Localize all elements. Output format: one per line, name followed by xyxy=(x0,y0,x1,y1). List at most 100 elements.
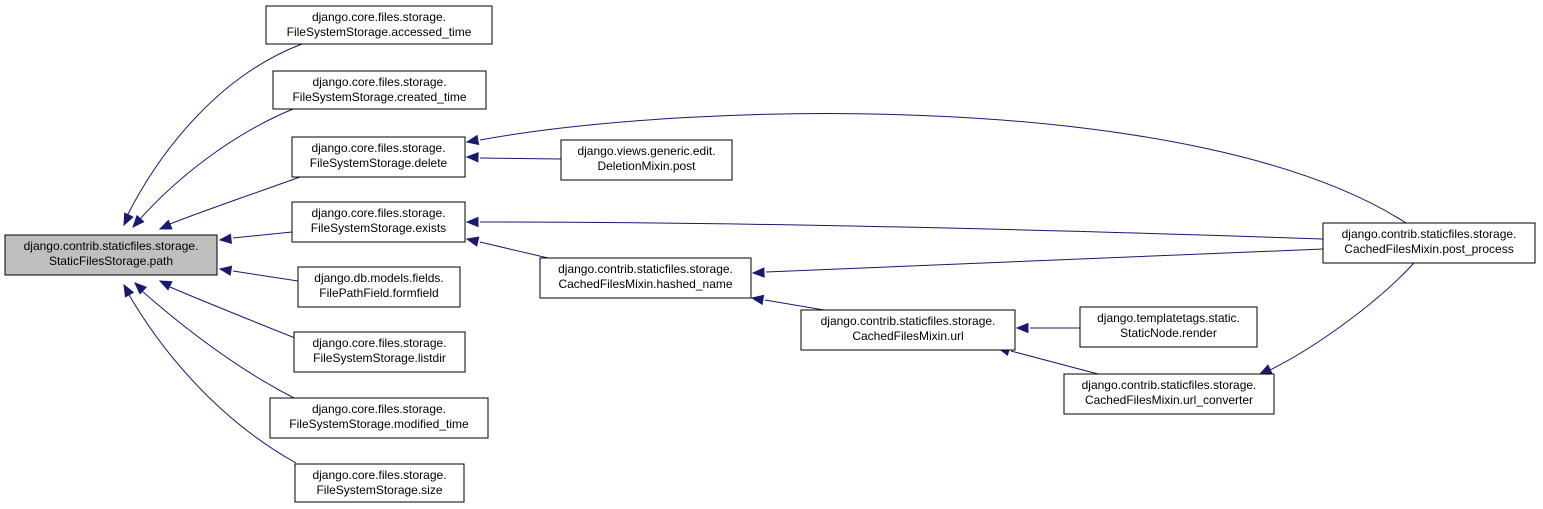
node-label-line: django.contrib.staticfiles.storage. xyxy=(1342,227,1517,241)
arrowhead xyxy=(465,152,479,163)
edge-line xyxy=(765,248,1324,273)
node-label-line: django.templatetags.static. xyxy=(1097,311,1240,325)
node-render[interactable]: django.templatetags.static.StaticNode.re… xyxy=(1079,306,1258,348)
node-box[interactable] xyxy=(539,257,752,299)
node-label-line: django.contrib.staticfiles.storage. xyxy=(24,239,199,253)
node-box[interactable] xyxy=(269,397,489,439)
arrowhead xyxy=(1258,364,1273,375)
node-label-line: FileSystemStorage.listdir xyxy=(313,351,446,365)
node-label-line: FileSystemStorage.exists xyxy=(311,221,446,235)
edge-line xyxy=(141,290,295,399)
node-listdir[interactable]: django.core.files.storage.FileSystemStor… xyxy=(293,331,466,373)
edge-line xyxy=(127,292,297,464)
node-delete[interactable]: django.core.files.storage.FileSystemStor… xyxy=(291,136,466,178)
edge-line xyxy=(169,176,301,225)
node-exists[interactable]: django.core.files.storage.FileSystemStor… xyxy=(291,201,466,243)
node-box[interactable] xyxy=(291,136,466,178)
node-deletion-post[interactable]: django.views.generic.edit.DeletionMixin.… xyxy=(560,139,733,181)
node-label-line: CachedFilesMixin.post_process xyxy=(1344,242,1513,256)
node-label-line: StaticNode.render xyxy=(1120,326,1217,340)
node-label-line: django.core.files.storage. xyxy=(312,75,446,89)
edge-size-to-root xyxy=(123,283,297,464)
node-label-line: django.core.files.storage. xyxy=(312,10,446,24)
node-label-line: DeletionMixin.post xyxy=(597,159,696,173)
arrowhead xyxy=(123,283,135,298)
arrowhead xyxy=(132,214,145,228)
node-box[interactable] xyxy=(294,463,465,503)
arrowhead xyxy=(465,216,479,228)
node-label-line: FilePathField.formfield xyxy=(319,286,438,300)
node-box[interactable] xyxy=(265,5,493,45)
node-label-line: django.contrib.staticfiles.storage. xyxy=(821,314,996,328)
edge-line xyxy=(169,286,301,341)
nodes-layer: django.contrib.staticfiles.storage. Stati… xyxy=(4,5,1536,503)
node-box[interactable] xyxy=(4,234,218,276)
edge-line xyxy=(479,241,549,259)
node-modified-time[interactable]: django.core.files.storage.FileSystemStor… xyxy=(269,397,489,439)
edge-exists-to-root xyxy=(218,231,293,244)
node-label-line: django.core.files.storage. xyxy=(312,336,446,350)
arrowhead xyxy=(1015,322,1029,334)
edge-line xyxy=(1010,350,1099,375)
edges-layer xyxy=(123,43,1415,464)
edge-line xyxy=(479,157,562,160)
node-box[interactable] xyxy=(291,201,466,243)
node-box[interactable] xyxy=(560,139,733,181)
edge-line xyxy=(139,108,294,220)
node-box[interactable] xyxy=(293,331,466,373)
arrowhead xyxy=(750,294,765,306)
edge-line xyxy=(764,299,825,311)
node-label-line: django.db.models.fields. xyxy=(314,271,443,285)
edge-formfield-to-root xyxy=(218,265,299,282)
edge-line xyxy=(479,113,1407,224)
edge-listdir-to-root xyxy=(158,280,301,341)
node-label-line: FileSystemStorage.size xyxy=(316,483,442,497)
node-url-converter[interactable]: django.contrib.staticfiles.storage.Cache… xyxy=(1063,373,1275,415)
node-label-line: FileSystemStorage.created_time xyxy=(292,90,466,104)
edge-line xyxy=(1269,262,1415,371)
node-label-line: CachedFilesMixin.url xyxy=(852,329,963,343)
node-box[interactable] xyxy=(1063,373,1275,415)
arrowhead xyxy=(158,280,173,291)
arrowhead xyxy=(158,219,173,230)
node-label-line: django.core.files.storage. xyxy=(311,206,445,220)
node-url[interactable]: django.contrib.staticfiles.storage.Cache… xyxy=(800,309,1016,351)
arrowhead xyxy=(218,265,233,276)
arrowhead xyxy=(751,267,765,278)
edge-post_process-to-hashed_name xyxy=(751,248,1324,278)
edge-post_process-to-delete xyxy=(465,113,1407,224)
node-created-time[interactable]: django.core.files.storage.FileSystemStor… xyxy=(272,70,487,110)
node-post-process[interactable]: django.contrib.staticfiles.storage.Cache… xyxy=(1322,222,1536,264)
edge-post_process-to-exists xyxy=(465,216,1324,240)
node-label-line: CachedFilesMixin.url_converter xyxy=(1085,393,1253,407)
node-box[interactable] xyxy=(1322,222,1536,264)
edge-url-to-hashed_name xyxy=(750,294,825,311)
node-label-line: django.core.files.storage. xyxy=(311,141,445,155)
node-root[interactable]: django.contrib.staticfiles.storage.Stati… xyxy=(4,234,218,276)
arrowhead xyxy=(134,282,148,295)
node-accessed-time[interactable]: django.core.files.storage.FileSystemStor… xyxy=(265,5,493,45)
edge-line xyxy=(479,221,1324,240)
node-label-line: FileSystemStorage.delete xyxy=(310,156,448,170)
edge-line xyxy=(125,43,303,219)
node-label-line: django.contrib.staticfiles.storage. xyxy=(1082,378,1257,392)
node-hashed-name[interactable]: django.contrib.staticfiles.storage.Cache… xyxy=(539,257,752,299)
edge-hashed_name-to-exists xyxy=(465,236,549,259)
node-label-line: django.core.files.storage. xyxy=(312,468,446,482)
arrowhead xyxy=(465,236,480,247)
edge-render-to-url xyxy=(1015,322,1080,334)
node-box[interactable] xyxy=(272,70,487,110)
node-box[interactable] xyxy=(800,309,1016,351)
node-size[interactable]: django.core.files.storage.FileSystemStor… xyxy=(294,463,465,503)
node-label-line: django.core.files.storage. xyxy=(312,402,446,416)
node-label-line: FileSystemStorage.accessed_time xyxy=(287,25,472,39)
node-box[interactable] xyxy=(297,266,461,308)
node-label-line: FileSystemStorage.modified_time xyxy=(289,417,469,431)
edge-line xyxy=(232,270,299,282)
node-label-line: CachedFilesMixin.hashed_name xyxy=(558,277,732,291)
node-box[interactable] xyxy=(1079,306,1258,348)
node-formfield[interactable]: django.db.models.fields.FilePathField.fo… xyxy=(297,266,461,308)
edge-accessed_time-to-root xyxy=(123,43,303,227)
edge-created_time-to-root xyxy=(132,108,294,228)
node-label-line: django.views.generic.edit. xyxy=(577,144,715,158)
